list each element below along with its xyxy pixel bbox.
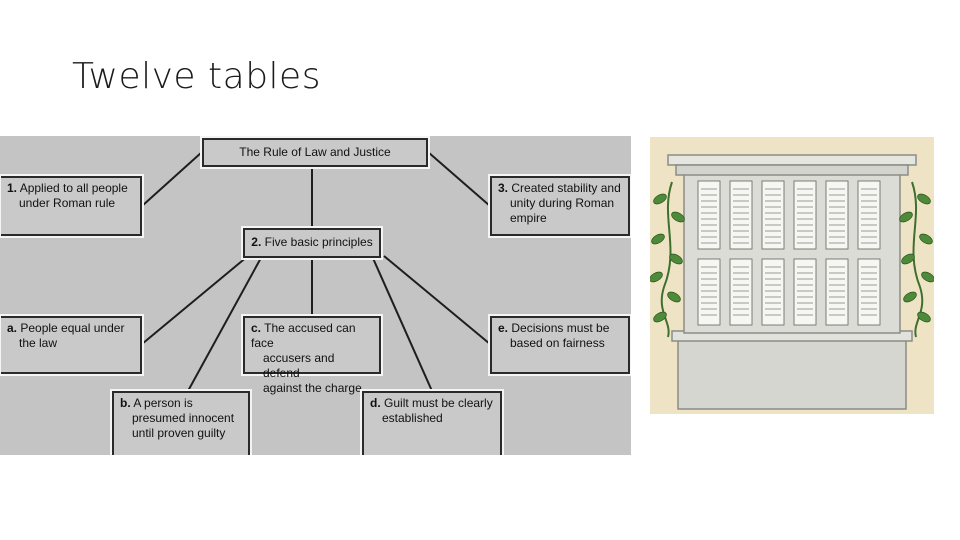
principle-b-letter: b. [120, 396, 131, 410]
twelve-tables-tablet-illustration [649, 137, 935, 414]
concept-diagram: The Rule of Law and Justice 1. Applied t… [0, 136, 631, 455]
principle-e-letter: e. [498, 321, 509, 335]
principle-c-letter: c. [251, 321, 262, 335]
principle-e: e. Decisions must be based on fairness [490, 316, 630, 374]
principle-b-line1: A person is [133, 396, 193, 410]
node-3: 3. Created stability and unity during Ro… [490, 176, 630, 236]
node-1-number: 1. [7, 181, 18, 195]
principle-c-line3: against the charge [263, 381, 362, 395]
tablet-icon [649, 137, 935, 414]
vine-left [649, 181, 685, 338]
diagram-connectors [141, 151, 491, 392]
node-3-line3: empire [510, 211, 547, 225]
vine-right [899, 181, 935, 338]
root-label: The Rule of Law and Justice [239, 145, 391, 159]
principle-c-line2: accusers and defend [263, 351, 335, 380]
node-3-line1: Created stability and [511, 181, 621, 195]
principle-a: a. People equal under the law [1, 316, 142, 374]
node-1-line1: Applied to all people [19, 181, 128, 195]
principle-a-line2: the law [19, 336, 58, 350]
principle-d-line1: Guilt must be clearly [384, 396, 493, 410]
principle-e-line2: based on fairness [510, 336, 605, 350]
node-3-line2: unity during Roman [510, 196, 615, 210]
principle-d: d. Guilt must be clearly established [362, 391, 502, 455]
principle-d-line2: established [382, 411, 443, 425]
node-3-number: 3. [498, 181, 509, 195]
node-2-number: 2. [251, 235, 262, 249]
node-2: 2. Five basic principles [243, 228, 381, 258]
node-1-line2: under Roman rule [19, 196, 116, 210]
principle-d-letter: d. [370, 396, 381, 410]
principle-e-line1: Decisions must be [511, 321, 610, 335]
node-1: 1. Applied to all people under Roman rul… [1, 176, 142, 236]
principle-c: c. The accused can face accusers and def… [243, 316, 381, 395]
root-node: The Rule of Law and Justice [202, 138, 428, 167]
slide-title: Twelve tables [72, 56, 321, 97]
principle-c-line1: The accused can face [251, 321, 356, 350]
principle-b-line2: presumed innocent [132, 411, 235, 425]
principle-b: b. A person is presumed innocent until p… [112, 391, 250, 455]
principle-a-line1: People equal under [20, 321, 125, 335]
node-2-label: Five basic principles [264, 235, 373, 249]
principle-a-letter: a. [7, 321, 18, 335]
principle-b-line3: until proven guilty [132, 426, 226, 440]
